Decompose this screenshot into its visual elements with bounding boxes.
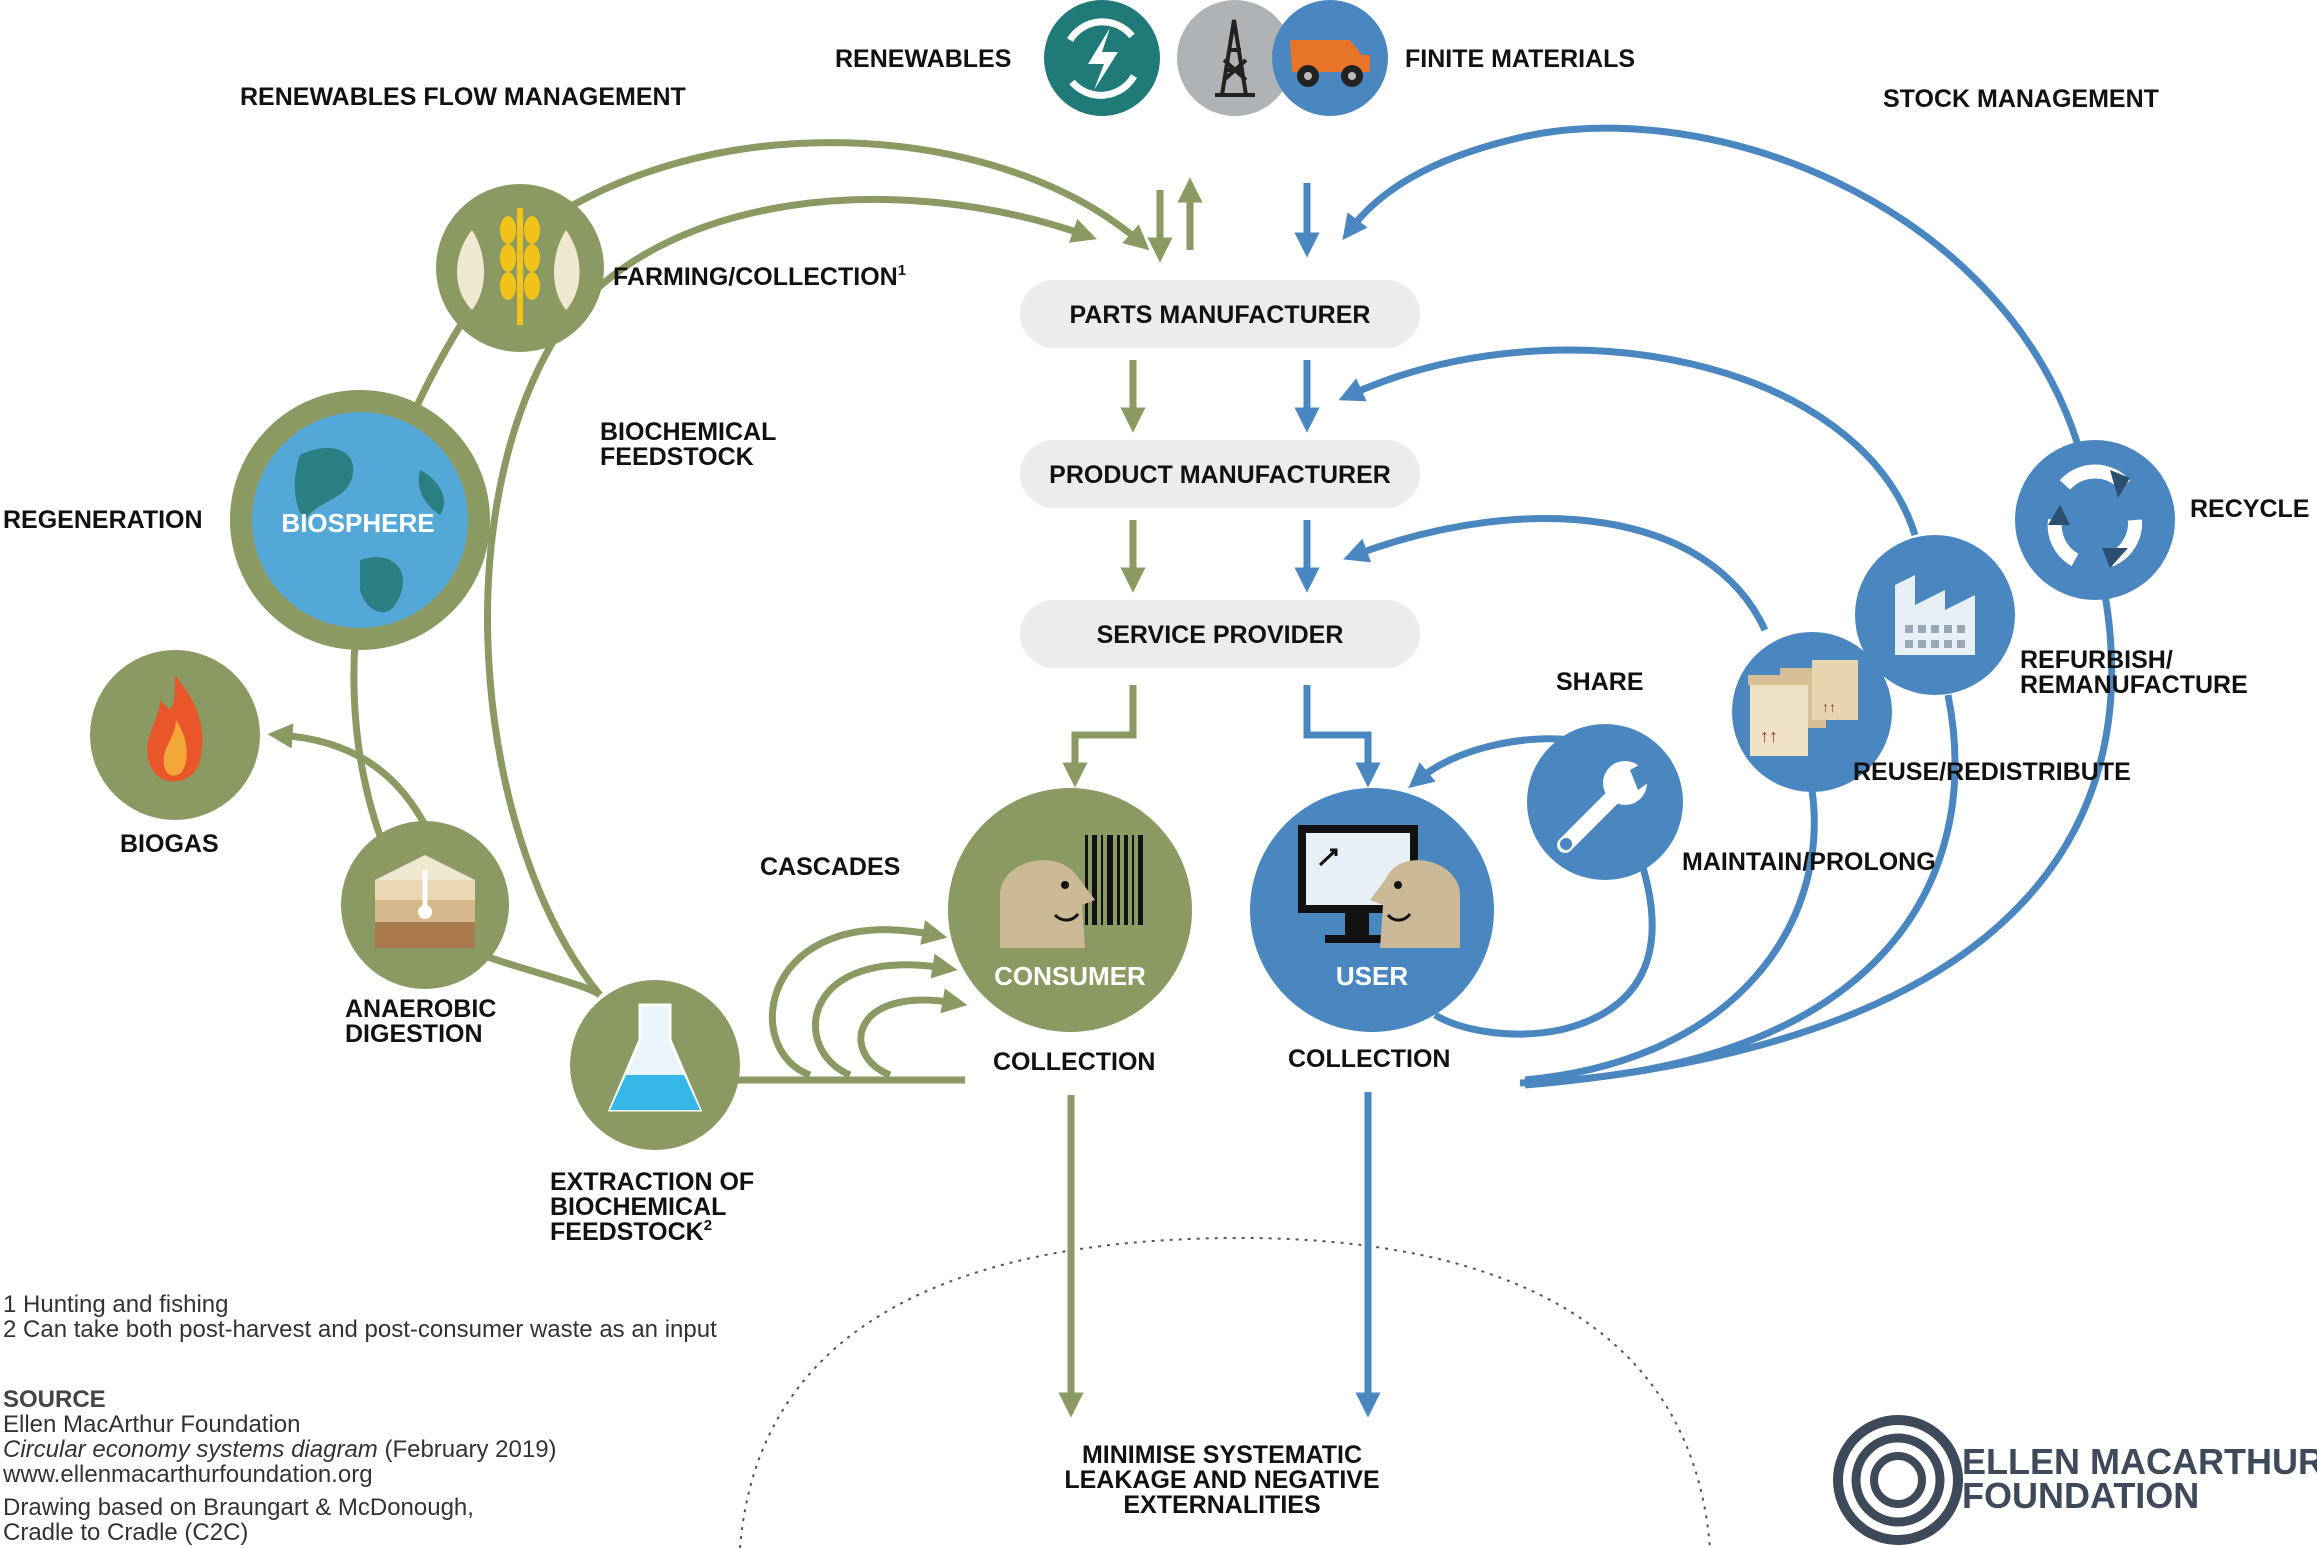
source-org: Ellen MacArthur Foundation <box>3 1411 301 1438</box>
service-provider-label: SERVICE PROVIDER <box>1097 621 1344 649</box>
farming-to-parts-arrow <box>517 139 1150 251</box>
anaerobic-digestion-label-1: ANAEROBIC <box>345 995 496 1023</box>
mining-truck-icon <box>1290 40 1370 87</box>
biogas-label: BIOGAS <box>120 830 219 858</box>
recycle-label: RECYCLE <box>2190 495 2309 523</box>
service-to-user-arrow <box>1303 685 1381 788</box>
svg-text:↑↑: ↑↑ <box>1822 699 1836 715</box>
anaerobic-digestion-label-2: DIGESTION <box>345 1020 483 1048</box>
finite-materials-label: FINITE MATERIALS <box>1405 45 1635 73</box>
recycle-return <box>1524 594 2116 1089</box>
svg-text:↑↑: ↑↑ <box>1760 726 1778 746</box>
source-drawing-2: Cradle to Cradle (C2C) <box>3 1519 248 1546</box>
cascade-1 <box>768 920 948 1079</box>
source-url: www.ellenmacarthurfoundation.org <box>2 1461 373 1488</box>
farming-icon-circle <box>436 184 604 352</box>
logo-line-1: ELLEN MACARTHUR <box>1962 1441 2317 1482</box>
anaerobic-icon-circle <box>341 821 509 989</box>
cascade-2 <box>812 953 958 1079</box>
biochemical-feedstock-label-1: BIOCHEMICAL <box>600 418 776 446</box>
person-barcode-icon <box>1000 835 1143 948</box>
renewables-icon-circle <box>1044 0 1160 116</box>
extraction-label-1: EXTRACTION OF <box>550 1168 754 1196</box>
cascades-label: CASCADES <box>760 853 900 881</box>
footnote-2: 2 Can take both post-harvest and post-co… <box>3 1316 717 1343</box>
factory-icon <box>1895 575 1975 655</box>
biosphere-label: BIOSPHERE <box>281 508 434 538</box>
extraction-icon-circle <box>570 980 740 1150</box>
diagram-labels: RENEWABLES FINITE MATERIALS RENEWABLES F… <box>3 45 2309 1519</box>
refurbish-arrow <box>1338 346 1919 537</box>
reuse-redistribute-label: REUSE/REDISTRIBUTE <box>1853 758 2131 786</box>
stock-management-label: STOCK MANAGEMENT <box>1883 85 2159 113</box>
farming-collection-label: FARMING/COLLECTION1 <box>613 262 906 291</box>
flame-icon <box>147 675 203 782</box>
technical-flows <box>1294 124 2116 1418</box>
maintain-loop <box>1433 856 1656 1038</box>
renewables-label: RENEWABLES <box>835 45 1011 73</box>
recycle-arrow <box>1342 124 2082 447</box>
product-manufacturer-box <box>1020 440 1420 508</box>
consumer-circle <box>948 788 1192 1032</box>
source-block: SOURCE Ellen MacArthur Foundation Circul… <box>2 1386 557 1546</box>
extraction-label-2: BIOCHEMICAL <box>550 1193 726 1221</box>
oil-derrick-icon <box>1215 19 1255 97</box>
footnotes: 1 Hunting and fishing 2 Can take both po… <box>3 1291 717 1343</box>
source-title: Circular economy systems diagram (Februa… <box>3 1436 557 1463</box>
user-label: USER <box>1336 961 1408 991</box>
product-manufacturer-label: PRODUCT MANUFACTURER <box>1049 461 1391 489</box>
regeneration-label: REGENERATION <box>3 506 203 534</box>
reuse-icon-circle: ↑↑ ↑↑ <box>1732 632 1892 792</box>
source-drawing-1: Drawing based on Braungart & McDonough, <box>3 1494 474 1521</box>
lightning-icon <box>1067 18 1138 99</box>
biosphere-circle <box>230 390 490 650</box>
refurbish-return <box>1519 694 1959 1087</box>
refurbish-label-2: REMANUFACTURE <box>2020 671 2248 699</box>
leakage-label-3: EXTERNALITIES <box>1123 1491 1320 1519</box>
leakage-label-2: LEAKAGE AND NEGATIVE <box>1064 1466 1379 1494</box>
value-chain: PARTS MANUFACTURER PRODUCT MANUFACTURER … <box>1020 280 1420 668</box>
share-label: SHARE <box>1556 668 1644 696</box>
service-provider-box <box>1020 600 1420 668</box>
refurbish-label-1: REFURBISH/ <box>2020 646 2173 674</box>
maintain-prolong-label: MAINTAIN/PROLONG <box>1682 848 1936 876</box>
leakage-label-1: MINIMISE SYSTEMATIC <box>1082 1441 1362 1469</box>
recycle-icon-circle <box>2015 440 2175 600</box>
parts-manufacturer-box <box>1020 280 1420 348</box>
biogas-icon-circle <box>90 650 260 820</box>
reuse-arrow <box>1343 515 1769 632</box>
crops-fish-icon <box>457 208 580 325</box>
person-computer-icon <box>1298 825 1460 948</box>
consumer-label: CONSUMER <box>994 961 1146 991</box>
logo-line-2: FOUNDATION <box>1962 1475 2199 1516</box>
biochemical-feedstock-label-2: FEEDSTOCK <box>600 443 754 471</box>
cascade-3 <box>857 988 968 1079</box>
footnote-1: 1 Hunting and fishing <box>3 1291 229 1318</box>
share-arrow <box>1408 735 1571 789</box>
renewables-flow-management-label: RENEWABLES FLOW MANAGEMENT <box>240 83 686 111</box>
wrench-icon <box>1557 760 1652 853</box>
extraction-label-3: FEEDSTOCK2 <box>550 1217 712 1246</box>
consumer-collection-label: COLLECTION <box>993 1048 1156 1076</box>
refurbish-icon-circle <box>1855 535 2015 695</box>
user-collection-label: COLLECTION <box>1288 1045 1451 1073</box>
flask-icon <box>607 1003 703 1112</box>
foundation-logo: ELLEN MACARTHUR FOUNDATION <box>1833 1415 2317 1545</box>
boxes-icon: ↑↑ ↑↑ <box>1748 660 1858 756</box>
source-heading: SOURCE <box>3 1386 106 1413</box>
soil-layers-icon <box>375 855 475 948</box>
finite-materials-icon-circles <box>1177 0 1388 116</box>
reuse-return <box>1524 789 1818 1084</box>
parts-manufacturer-label: PARTS MANUFACTURER <box>1070 301 1371 329</box>
share-icon-circle <box>1527 724 1683 880</box>
user-circle <box>1250 788 1494 1032</box>
recycle-icon <box>2047 464 2143 568</box>
concentric-rings-icon <box>1833 1415 1963 1545</box>
digestion-to-biogas-arrow <box>267 723 429 827</box>
service-to-consumer-arrow <box>1062 685 1137 788</box>
